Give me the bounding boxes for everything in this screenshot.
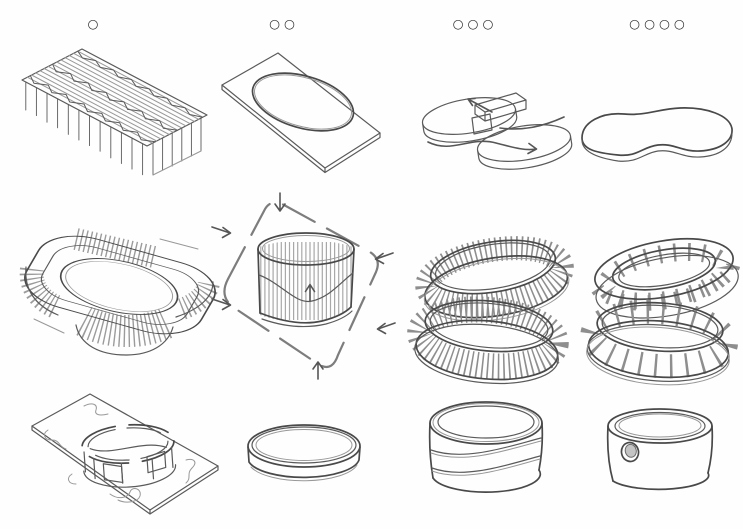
fold-arrow-top xyxy=(274,192,286,212)
cylinder-on-sheet-sketch xyxy=(196,183,396,388)
pot-with-hole-sketch xyxy=(603,405,718,500)
concept-1-dots: ○ xyxy=(87,16,103,31)
die-cut-board-sketch xyxy=(20,388,230,526)
concept-3-dots: ○○○ xyxy=(452,16,498,31)
hinged-discs-sketch xyxy=(412,80,577,180)
board-with-oval-sketch xyxy=(215,48,385,176)
fold-arrow-left-upper xyxy=(211,226,232,239)
stacked-rings-dense-sketch xyxy=(407,222,575,385)
concept-4-dots: ○○○○ xyxy=(629,16,689,31)
oval-ring-sketch xyxy=(243,420,365,490)
woven-tray-sketch xyxy=(18,205,223,370)
freeform-slab-sketch xyxy=(572,100,742,172)
fold-arrow-bottom xyxy=(312,361,324,380)
rotate-arrow xyxy=(427,140,538,155)
hinge-slide-arrow xyxy=(467,97,493,113)
fold-arrow-right-upper xyxy=(374,252,394,265)
stacked-rings-sparse-sketch xyxy=(580,225,743,386)
concept-2-dots: ○○ xyxy=(269,16,299,31)
corrugated-sheet-sketch xyxy=(12,42,217,182)
fold-arrow-left-lower xyxy=(211,298,232,311)
banded-pot-sketch xyxy=(425,398,547,504)
side-hole xyxy=(620,441,640,463)
fold-arrow-right-lower xyxy=(376,322,396,335)
lift-arrow xyxy=(304,283,316,302)
